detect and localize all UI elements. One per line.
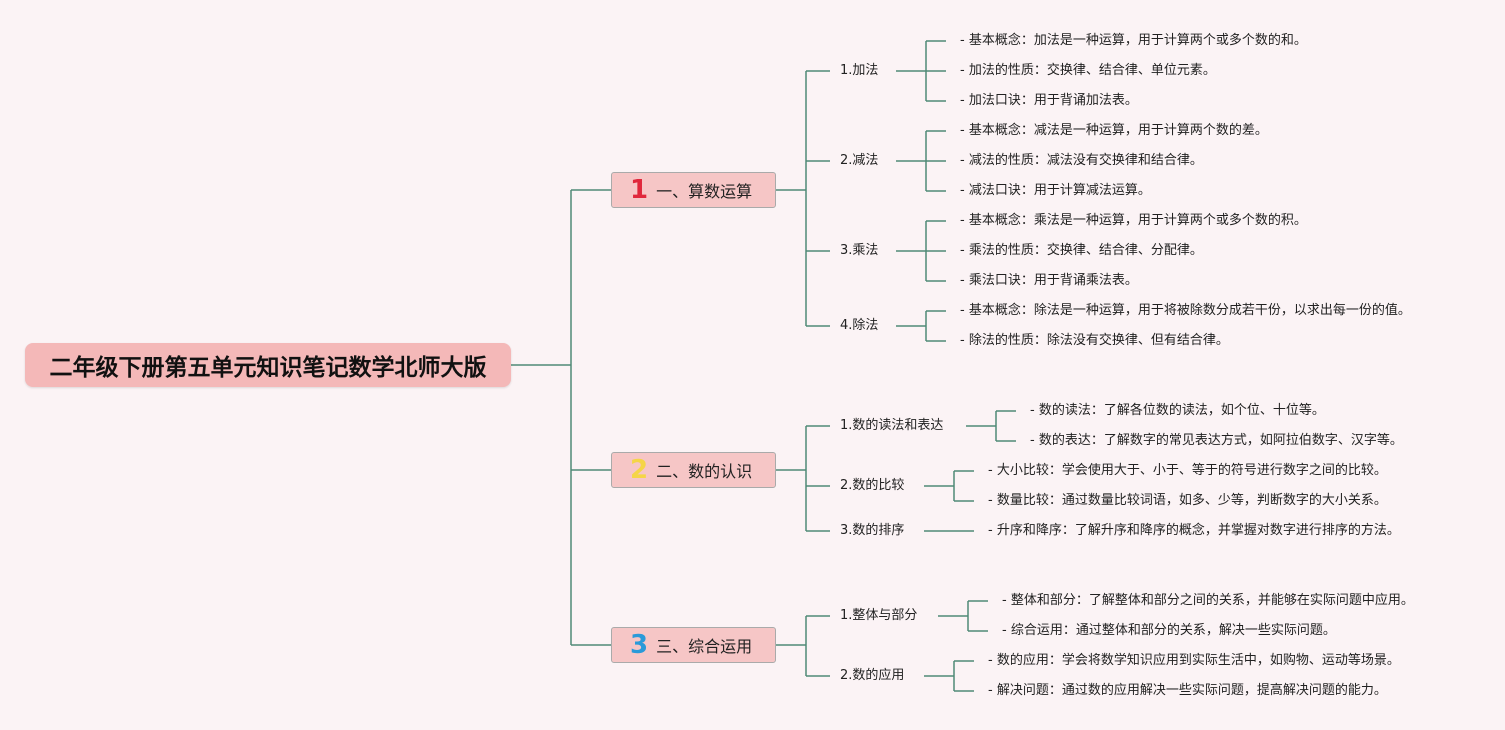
leaf-item[interactable]: - 数的读法：了解各位数的读法，如个位、十位等。	[1030, 403, 1325, 418]
root-title: 二年级下册第五单元知识笔记数学北师大版	[49, 355, 487, 381]
subtopic-division[interactable]: 4.除法	[840, 318, 879, 333]
leaf-item[interactable]: - 基本概念：减法是一种运算，用于计算两个数的差。	[960, 123, 1268, 138]
branch-label: 一、算数运算	[656, 182, 753, 201]
subtopic-application[interactable]: 2.数的应用	[840, 668, 905, 683]
subtopic-addition[interactable]: 1.加法	[840, 63, 879, 78]
leaf-item[interactable]: - 基本概念：加法是一种运算，用于计算两个或多个数的和。	[960, 33, 1307, 48]
leaf-item[interactable]: - 除法的性质：除法没有交换律、但有结合律。	[960, 333, 1229, 348]
subtopic-subtraction[interactable]: 2.减法	[840, 153, 879, 168]
leaf-item[interactable]: - 大小比较：学会使用大于、小于、等于的符号进行数字之间的比较。	[988, 463, 1387, 478]
leaf-item[interactable]: - 基本概念：乘法是一种运算，用于计算两个或多个数的积。	[960, 213, 1307, 228]
subtopic-reading-expression[interactable]: 1.数的读法和表达	[840, 418, 944, 433]
branch-number-1: 1	[630, 175, 649, 205]
subtopic-whole-part[interactable]: 1.整体与部分	[840, 608, 918, 623]
leaf-item[interactable]: - 加法口诀：用于背诵加法表。	[960, 93, 1138, 108]
leaf-item[interactable]: - 基本概念：除法是一种运算，用于将被除数分成若干份，以求出每一份的值。	[960, 303, 1411, 318]
leaf-item[interactable]: - 整体和部分：了解整体和部分之间的关系，并能够在实际问题中应用。	[1002, 593, 1414, 608]
branch-arithmetic[interactable]: 1 一、算数运算	[611, 172, 776, 208]
subtopic-comparison[interactable]: 2.数的比较	[840, 478, 905, 493]
subtopic-multiplication[interactable]: 3.乘法	[840, 243, 879, 258]
leaf-item[interactable]: - 综合运用：通过整体和部分的关系，解决一些实际问题。	[1002, 623, 1336, 638]
leaf-item[interactable]: - 数的表达：了解数字的常见表达方式，如阿拉伯数字、汉字等。	[1030, 433, 1403, 448]
leaf-item[interactable]: - 数的应用：学会将数学知识应用到实际生活中，如购物、运动等场景。	[988, 653, 1400, 668]
leaf-item[interactable]: - 解决问题：通过数的应用解决一些实际问题，提高解决问题的能力。	[988, 683, 1387, 698]
branch-comprehensive[interactable]: 3 三、综合运用	[611, 627, 776, 663]
leaf-item[interactable]: - 乘法口诀：用于背诵乘法表。	[960, 273, 1138, 288]
leaf-item[interactable]: - 升序和降序：了解升序和降序的概念，并掌握对数字进行排序的方法。	[988, 523, 1400, 538]
root-topic[interactable]: 二年级下册第五单元知识笔记数学北师大版	[25, 343, 511, 387]
branch-number-3: 3	[630, 630, 649, 660]
leaf-item[interactable]: - 乘法的性质：交换律、结合律、分配律。	[960, 243, 1203, 258]
leaf-item[interactable]: - 加法的性质：交换律、结合律、单位元素。	[960, 63, 1216, 78]
leaf-item[interactable]: - 数量比较：通过数量比较词语，如多、少等，判断数字的大小关系。	[988, 493, 1387, 508]
branch-number-2: 2	[630, 455, 649, 485]
branch-label: 二、数的认识	[656, 462, 753, 481]
leaf-item[interactable]: - 减法的性质：减法没有交换律和结合律。	[960, 153, 1203, 168]
leaf-item[interactable]: - 减法口诀：用于计算减法运算。	[960, 183, 1151, 198]
subtopic-ordering[interactable]: 3.数的排序	[840, 523, 905, 538]
branch-number-recognition[interactable]: 2 二、数的认识	[611, 452, 776, 488]
branch-label: 三、综合运用	[656, 637, 753, 656]
